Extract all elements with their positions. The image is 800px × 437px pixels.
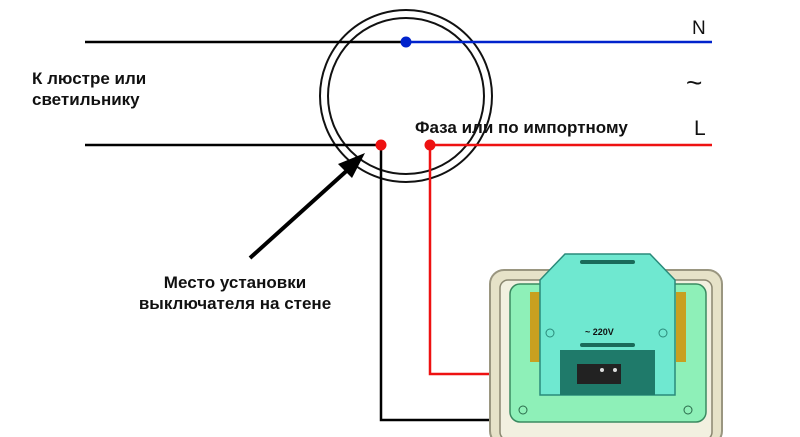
chandelier-label-line1: К люстре или <box>32 69 147 88</box>
body-slot <box>580 260 635 264</box>
wire-terminal <box>577 364 621 384</box>
mount-hole <box>658 328 668 338</box>
ac-symbol: ~ <box>686 67 703 98</box>
mount-hole <box>683 405 693 415</box>
junction-box-outer <box>319 9 493 183</box>
pointer-arrow-head <box>338 153 365 178</box>
lamp-junction-dot <box>375 139 387 151</box>
junction-box-inner <box>327 17 485 175</box>
switch-place-line2: выключателя на стене <box>138 294 332 313</box>
terminal-screw <box>600 368 604 372</box>
neutral-label: N <box>692 18 706 39</box>
left-terminal <box>530 292 540 362</box>
chandelier-label-line2: светильнику <box>32 90 140 109</box>
pointer-arrow-shaft <box>248 164 354 260</box>
right-terminal <box>676 292 686 362</box>
phase-note: Фаза или по импортному <box>415 118 628 137</box>
mount-hole <box>545 328 555 338</box>
mount-hole <box>518 405 528 415</box>
switch-place-line1: Место установки <box>163 273 307 292</box>
wall-switch <box>489 253 723 437</box>
neutral-junction-dot <box>400 36 412 48</box>
switch-place-label: Место установки выключателя на стене <box>100 272 370 314</box>
phase-label: L <box>694 117 706 140</box>
phase-junction-dot <box>424 139 436 151</box>
terminal-screw <box>613 368 617 372</box>
switch-rating: ~ 220V <box>585 327 614 337</box>
body-slot-lower <box>580 343 635 347</box>
chandelier-label: К люстре или светильнику <box>32 68 146 110</box>
